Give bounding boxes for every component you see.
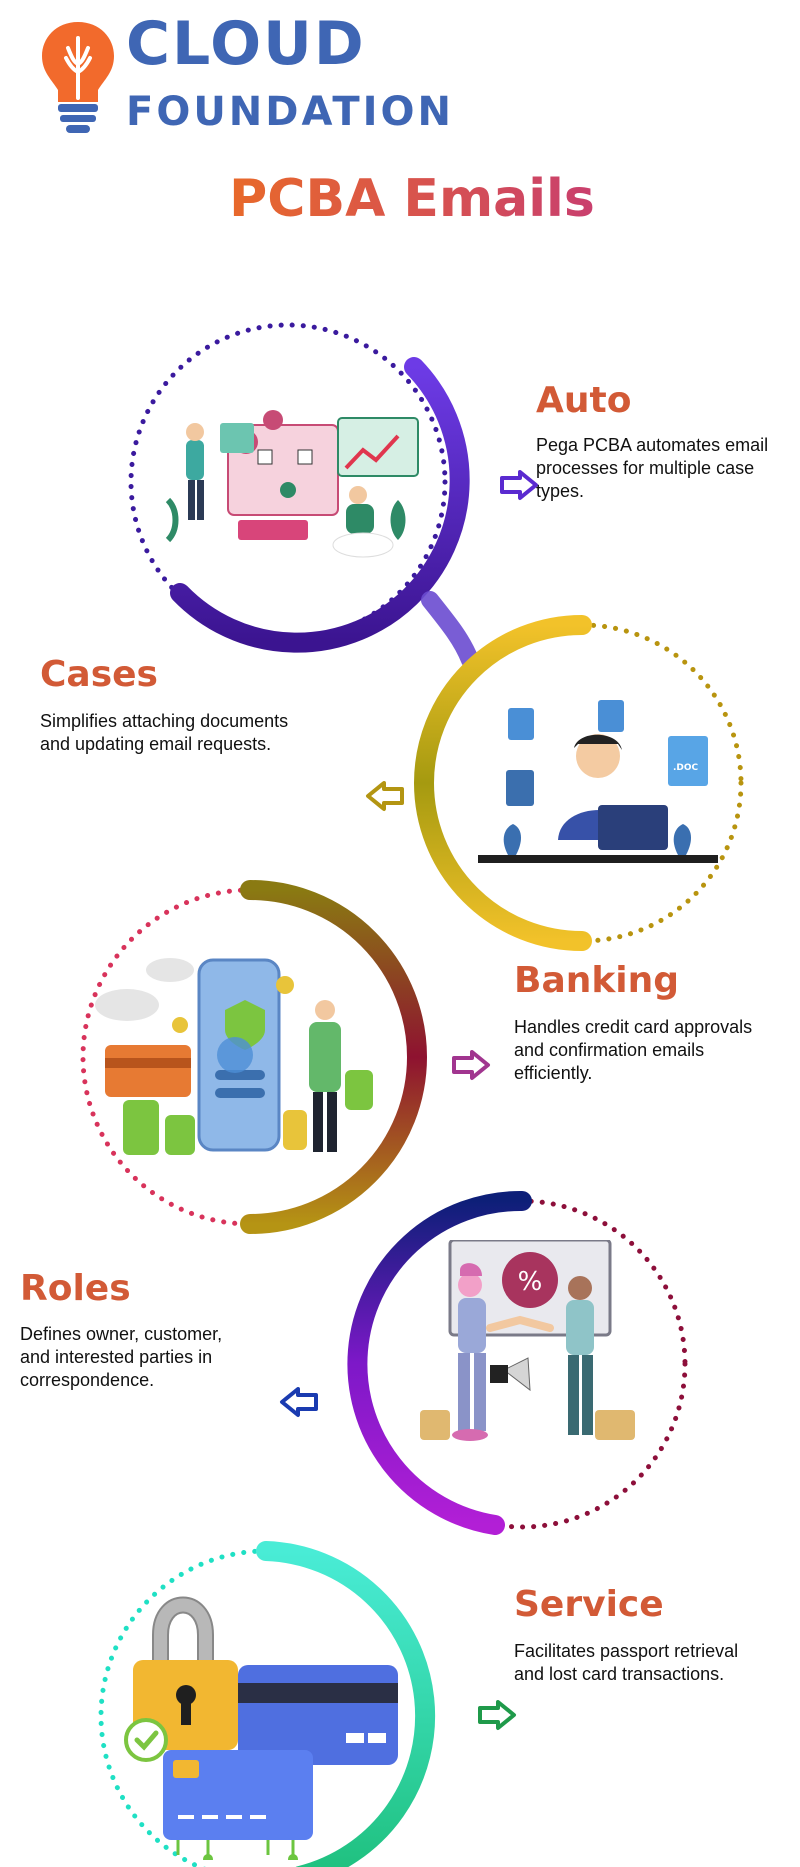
step-heading-service: Service — [514, 1584, 664, 1625]
security-illustration — [124, 1596, 398, 1860]
step-text-auto: Pega PCBA automates email processes for … — [536, 435, 769, 501]
connector-1 — [421, 591, 479, 669]
arrow-left-icon — [366, 781, 404, 811]
step-heading-auto: Auto — [536, 380, 632, 421]
arc-1 — [170, 357, 470, 653]
arrow-right-icon — [478, 1700, 516, 1730]
step-heading-cases: Cases — [40, 654, 158, 695]
doc-badge: .DOC — [673, 763, 699, 773]
step-heading-roles: Roles — [20, 1268, 131, 1309]
arc-3 — [240, 880, 427, 1234]
step-text-roles: Defines owner, customer, and interested … — [20, 1324, 223, 1390]
arrow-right-icon — [452, 1050, 490, 1080]
arc-2 — [414, 615, 592, 951]
step-heading-banking: Banking — [514, 960, 680, 1001]
percent-badge: % — [518, 1267, 543, 1297]
automation-illustration — [165, 410, 419, 558]
arc-4 — [347, 1190, 532, 1535]
banking-illustration — [95, 958, 373, 1155]
logo-line2: FOUNDATION — [126, 89, 454, 135]
step-text-banking: Handles credit card approvals and confir… — [514, 1017, 753, 1083]
step-text-cases: Simplifies attaching documents and updat… — [40, 711, 289, 754]
lightbulb-icon — [42, 22, 114, 133]
roles-illustration: % — [420, 1240, 635, 1441]
page-title: PCBA Emails — [0, 166, 800, 237]
page-title-text: PCBA Emails — [229, 169, 595, 228]
logo-line1: CLOUD — [126, 9, 366, 79]
arc-5 — [256, 1541, 436, 1867]
arrow-right-icon — [500, 470, 538, 500]
documents-illustration: .DOC — [478, 700, 718, 863]
step-text-service: Facilitates passport retrieval and lost … — [514, 1641, 739, 1684]
arrow-left-icon — [280, 1387, 318, 1417]
